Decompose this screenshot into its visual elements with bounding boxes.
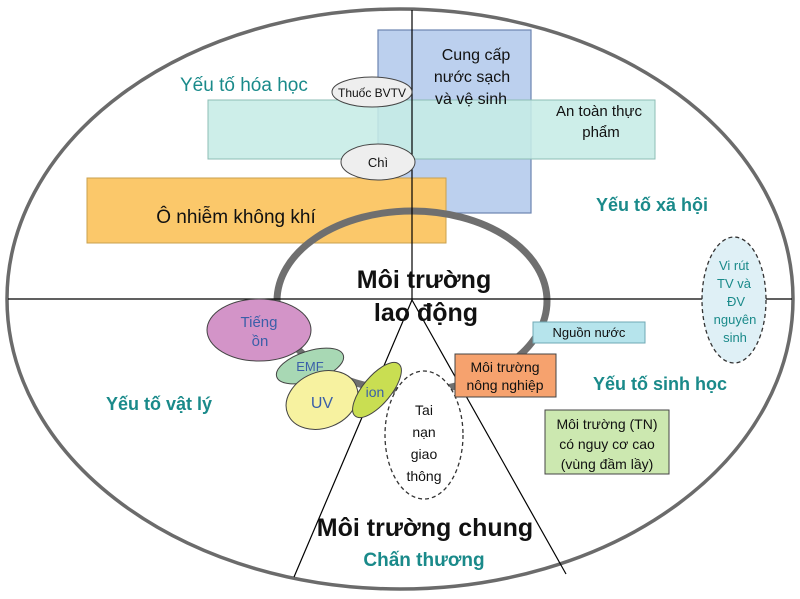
- high-risk-label-1: Môi trường (TN): [556, 416, 657, 432]
- food-safety-box: [207, 99, 656, 160]
- injury-label: Chấn thương: [363, 550, 484, 571]
- agri-env-label-2: nông nghiệp: [466, 377, 543, 393]
- noise-label-1: Tiếng: [241, 314, 278, 331]
- air-pollution-label: Ô nhiễm không khí: [156, 206, 316, 228]
- physical-factor-label: Yếu tố vật lý: [106, 394, 212, 414]
- pesticide-oval: [331, 76, 413, 108]
- virus-oval: [701, 236, 767, 364]
- general-env-label: Môi trường chung: [317, 514, 533, 542]
- ion-oval: [352, 361, 402, 419]
- wedge-left-line: [293, 299, 413, 578]
- social-factor-label: Yếu tố xã hội: [596, 195, 708, 215]
- virus-label-2: TV và: [717, 276, 752, 291]
- uv-oval: [285, 370, 359, 430]
- ion-label: ion: [366, 384, 385, 400]
- uv-label: UV: [311, 395, 334, 412]
- agri-env-box: [454, 353, 557, 398]
- noise-oval: [206, 298, 312, 362]
- virus-label-3: ĐV: [727, 294, 745, 309]
- biological-factor-label: Yếu tố sinh học: [593, 374, 727, 394]
- emf-label: EMF: [296, 359, 324, 374]
- water-source-box: [532, 321, 646, 344]
- noise-label-2: ồn: [252, 333, 269, 350]
- traffic-label-4: thông: [406, 468, 441, 484]
- high-risk-label-2: có nguy cơ cao: [559, 436, 655, 452]
- virus-label-4: nguyên: [714, 312, 757, 327]
- traffic-label-1: Tai: [415, 402, 433, 418]
- traffic-oval: [384, 370, 464, 500]
- food-safety-label-1: An toàn thực: [556, 103, 642, 120]
- lead-oval: [340, 143, 416, 181]
- virus-label-1: Vi rút: [719, 258, 749, 273]
- traffic-label-2: nạn: [412, 424, 435, 440]
- water-supply-label-2: nước sạch: [434, 69, 510, 86]
- virus-label-5: sinh: [723, 330, 747, 345]
- lead-label: Chì: [368, 155, 388, 170]
- water-supply-label-3: và vệ sinh: [435, 91, 507, 108]
- pesticide-label: Thuốc BVTV: [338, 86, 406, 100]
- agri-env-label-1: Môi trường: [470, 359, 539, 375]
- high-risk-box: [544, 409, 670, 475]
- wedge-right-line: [411, 299, 567, 575]
- water-source-label: Nguồn nước: [553, 325, 626, 340]
- center-title-1: Môi trường: [357, 266, 491, 294]
- food-safety-label-2: phẩm: [582, 124, 620, 141]
- high-risk-label-3: (vùng đầm lầy): [561, 456, 654, 472]
- traffic-label-3: giao: [411, 446, 438, 462]
- water-supply-label-1: Cung cấp: [442, 47, 511, 64]
- chemical-factor-label: Yếu tố hóa học: [180, 75, 308, 96]
- center-title-2: lao động: [374, 299, 478, 327]
